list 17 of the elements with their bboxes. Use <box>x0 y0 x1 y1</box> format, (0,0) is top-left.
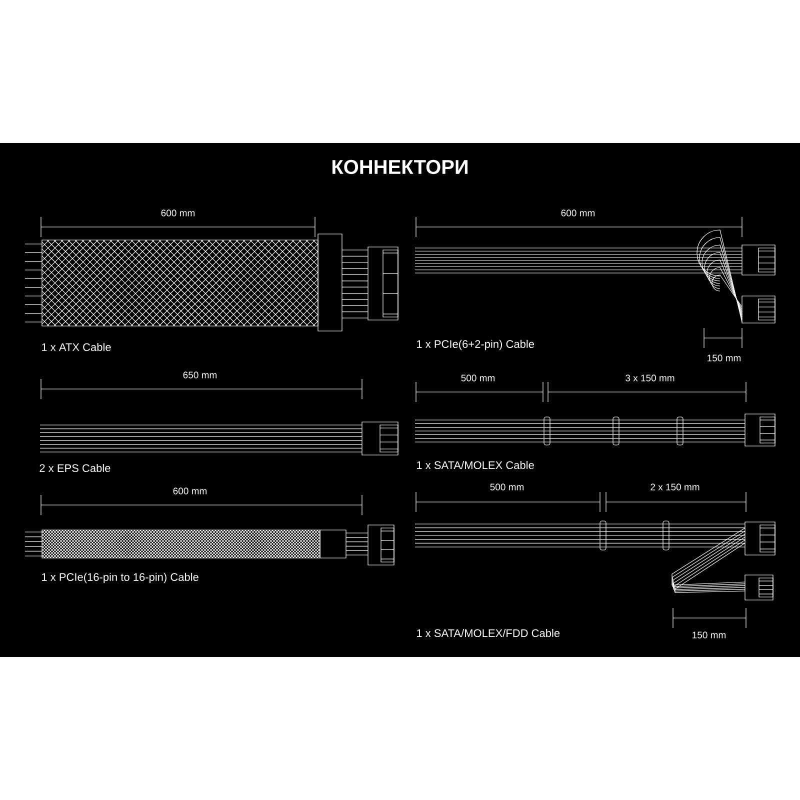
cable-label: 2 x EPS Cable <box>40 464 110 472</box>
dimension-label: 650 mm <box>183 372 217 378</box>
dimension-label: 600 mm <box>173 488 207 494</box>
dimension-label: 3 x 150 mm <box>626 374 674 382</box>
dimension-label: 500 mm <box>490 484 524 490</box>
dimension-label: 150 mm <box>708 354 741 362</box>
cable-label: 1 x PCIe(16-pin to 16-pin) Cable <box>42 572 198 584</box>
title: КОННЕКТОРИ <box>332 160 468 174</box>
dimension-label: 500 mm <box>461 374 495 382</box>
cable-label: 1 x PCIe(6+2-pin) Cable <box>417 340 534 350</box>
dimension-label: 600 mm <box>561 210 595 216</box>
cable-label: 1 x ATX Cable <box>42 342 111 352</box>
dimension-label: 2 x 150 mm <box>650 484 700 490</box>
cable-label: 1 x SATA/MOLEX/FDD Cable <box>417 628 560 638</box>
dimension-label: 150 mm <box>692 632 726 638</box>
dimension-label: 600 mm <box>161 210 195 216</box>
cable-label: 1 x SATA/MOLEX Cable <box>417 460 534 470</box>
